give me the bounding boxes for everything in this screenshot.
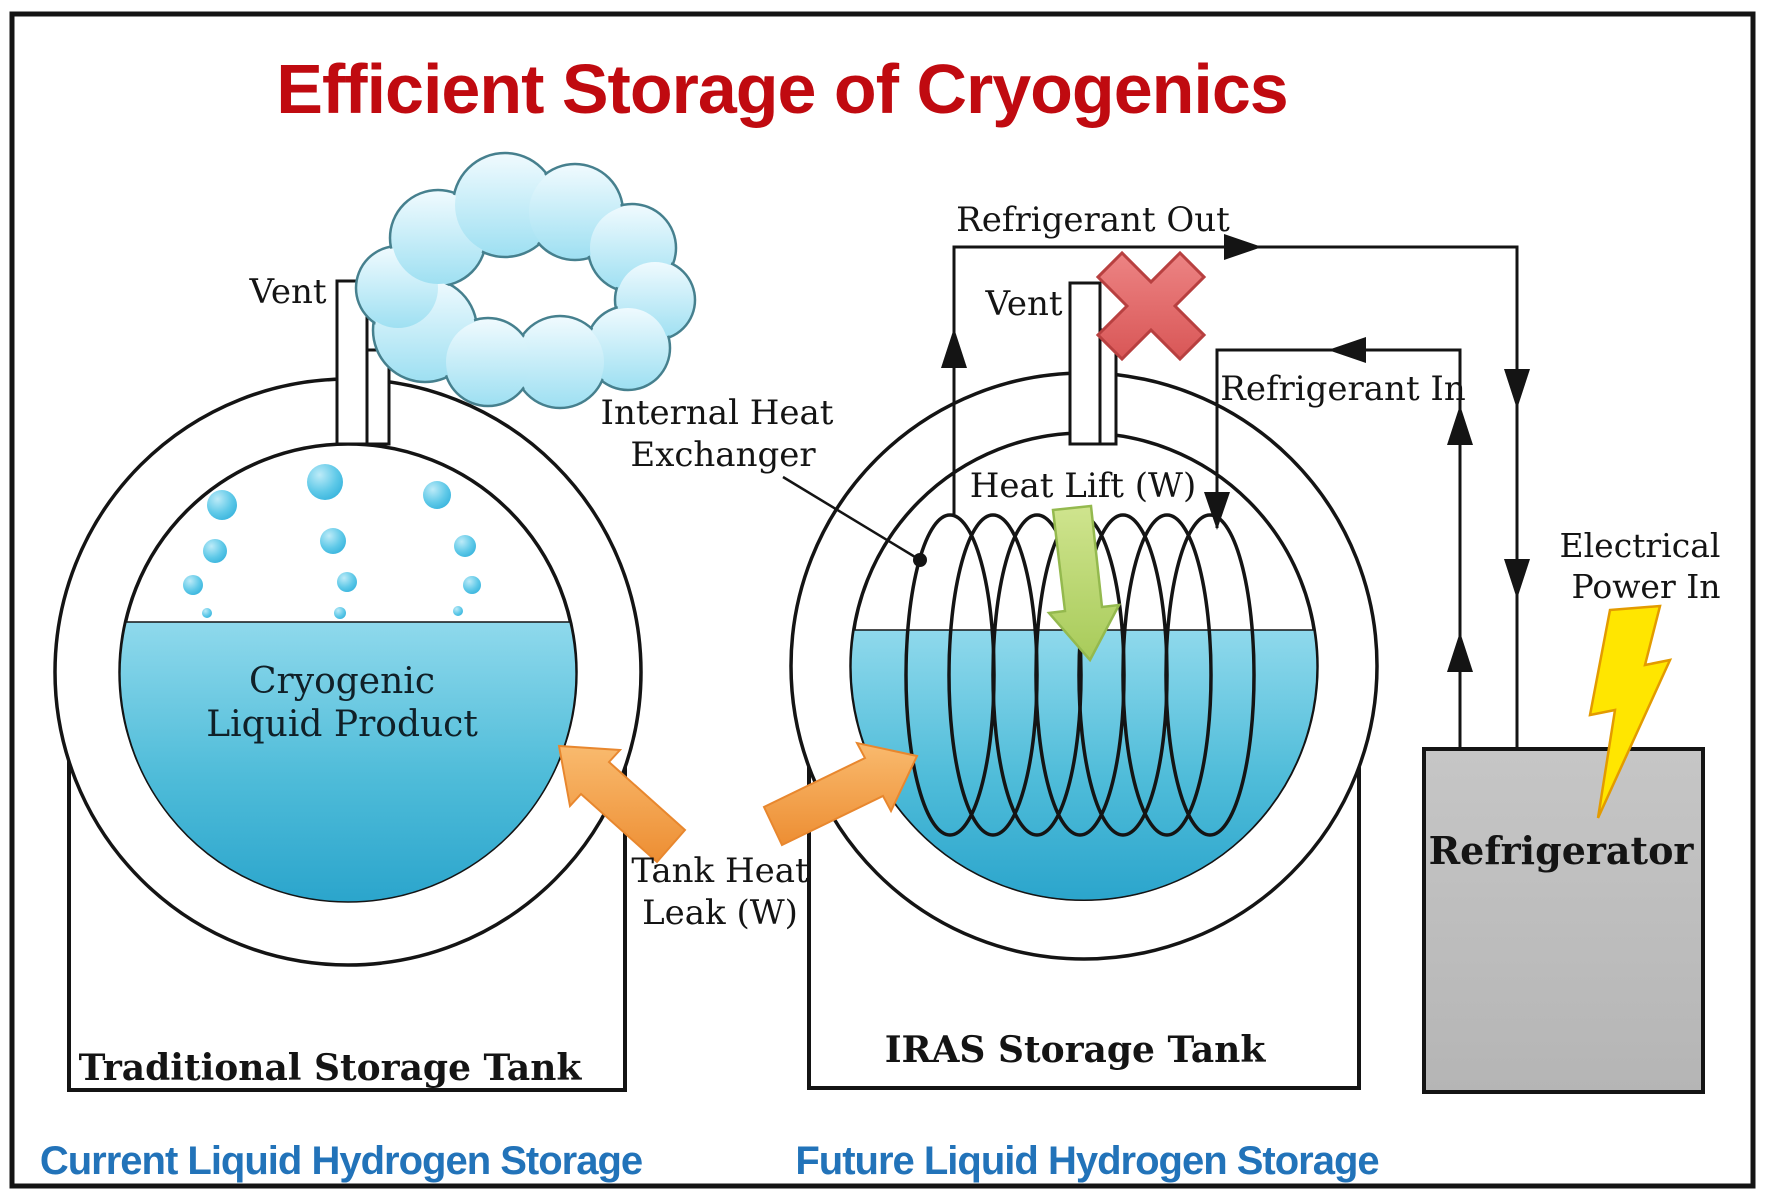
- refrigerant-in-label: Refrigerant In: [1220, 369, 1466, 409]
- exchanger-callout-line: [782, 475, 921, 562]
- liquid-product-label-line2: Liquid Product: [206, 704, 478, 745]
- left-vent-pipe: [335, 279, 369, 446]
- flow-arrowhead-icons: [941, 234, 1530, 672]
- vapor-cloud-icon: [354, 151, 697, 410]
- no-vent-x-icon: [1095, 250, 1207, 362]
- heat-exchanger-coil: [904, 513, 1256, 837]
- right-vent-pipe: [1068, 281, 1102, 446]
- traditional-tank-group: Cryogenic Liquid Product Vent: [53, 151, 697, 1092]
- heat-lift-label: Heat Lift (W): [970, 466, 1197, 506]
- right-heat-leak-arrow-icon: [762, 741, 919, 847]
- iras-tank-group: Heat Lift (W) Vent Refrigerant Out Refri…: [762, 200, 1530, 1090]
- liquid-product-label-line1: Cryogenic: [249, 661, 435, 702]
- electrical-power-label-line2: Power In: [1571, 567, 1720, 606]
- traditional-tank-label: Traditional Storage Tank: [79, 1047, 583, 1089]
- right-caption: Future Liquid Hydrogen Storage: [795, 1139, 1378, 1183]
- exchanger-callout-dot: [913, 553, 927, 567]
- heat-lift-arrow-icon: [1046, 504, 1122, 663]
- right-vent-label: Vent: [984, 284, 1062, 324]
- left-heat-leak-arrow-icon: [557, 744, 687, 864]
- refrigerator-box: [1422, 747, 1705, 1094]
- page-title: Efficient Storage of Cryogenics: [276, 50, 1287, 128]
- boiloff-bubbles-icon: [183, 464, 481, 619]
- electrical-power-label-line1: Electrical: [1560, 526, 1721, 565]
- iras-tank-label: IRAS Storage Tank: [885, 1029, 1267, 1071]
- refrigerant-out-label: Refrigerant Out: [956, 200, 1230, 240]
- middle-annotations: Internal Heat Exchanger Tank Heat Leak (…: [601, 393, 834, 933]
- tank-heat-leak-label-line1: Tank Heat: [631, 851, 809, 891]
- cryogenic-liquid: [119, 621, 577, 903]
- refrigerator-label: Refrigerator: [1429, 828, 1695, 873]
- internal-heat-exchanger-label-line1: Internal Heat: [601, 393, 834, 433]
- tank-heat-leak-label-line2: Leak (W): [642, 893, 798, 933]
- left-vent-label: Vent: [248, 272, 326, 312]
- lightning-bolt-icon: [1588, 604, 1673, 819]
- left-caption: Current Liquid Hydrogen Storage: [40, 1139, 642, 1183]
- refrigerator-group: Refrigerator Electrical Power In: [1422, 526, 1721, 1094]
- internal-heat-exchanger-label-line2: Exchanger: [630, 435, 816, 475]
